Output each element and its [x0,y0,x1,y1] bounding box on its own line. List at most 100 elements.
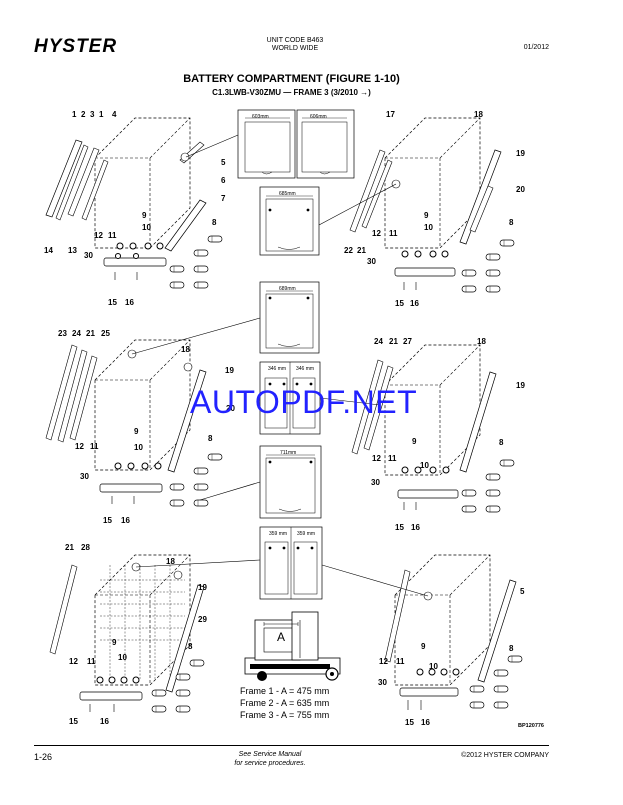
dim-346b: 346 mm [296,366,314,372]
assembly-e [49,554,205,712]
callout-b20: 20 [516,185,525,194]
callout-d18: 18 [477,337,486,346]
callout-e28: 28 [81,543,90,552]
callout-b15: 15 [395,299,404,308]
callout-a2: 2 [81,110,86,119]
truck-dimension-label: A [277,630,285,644]
callout-b17: 17 [386,110,395,119]
callout-e19: 19 [198,583,207,592]
callout-a16: 16 [125,298,134,307]
assembly-a [45,117,222,288]
callout-d19: 19 [516,381,525,390]
callout-b11: 11 [389,229,398,238]
callout-c19: 19 [225,366,234,375]
battery-box-1 [237,109,355,179]
callout-e12: 12 [69,657,78,666]
callout-f10: 10 [429,662,438,671]
dim-603: 603mm [252,114,269,120]
callout-d15: 15 [395,523,404,532]
dim-606: 606mm [310,114,327,120]
frame-3-label: Frame 3 - A = 755 mm [240,710,330,720]
page-title: BATTERY COMPARTMENT (FIGURE 1-10) [183,73,400,85]
callout-a30: 30 [84,251,93,260]
page-subtitle: C1.3LWB-V30ZMU — FRAME 3 (3/2010 →) [212,88,371,97]
callout-c21: 21 [86,329,95,338]
battery-box-5 [259,445,322,519]
callout-b30: 30 [367,257,376,266]
callout-c8: 8 [208,434,213,443]
callout-a14: 14 [44,246,53,255]
callout-c10: 10 [134,443,143,452]
callout-e29: 29 [198,615,207,624]
callout-b16: 16 [410,299,419,308]
frame-1-label: Frame 1 - A = 475 mm [240,686,330,696]
callout-b19: 19 [516,149,525,158]
assembly-d [351,344,514,512]
callout-d8: 8 [499,438,504,447]
callout-a1b: 1 [99,110,104,119]
callout-f16: 16 [421,718,430,727]
unit-code: UNIT CODE B463 [266,37,324,44]
callout-b10: 10 [424,223,433,232]
callout-d10: 10 [420,461,429,470]
callout-c16: 16 [121,516,130,525]
callout-f12: 12 [379,657,388,666]
battery-box-3 [259,281,320,354]
callout-a1: 1 [72,110,77,119]
callout-e9: 9 [112,638,117,647]
battery-box-2 [259,186,320,256]
callout-c23: 23 [58,329,67,338]
callout-a6: 6 [221,176,226,185]
callout-b18: 18 [474,110,483,119]
callout-e18: 18 [166,557,175,566]
assembly-f [384,554,522,710]
callout-c25: 25 [101,329,110,338]
callout-c24: 24 [72,329,81,338]
callout-c9: 9 [134,427,139,436]
callout-e15: 15 [69,717,78,726]
callout-a12: 12 [94,231,103,240]
region: WORLD WIDE [271,45,319,52]
leader-lines [131,134,429,597]
callout-e10: 10 [118,653,127,662]
callout-c12: 12 [75,442,84,451]
callout-a5: 5 [221,158,226,167]
callout-a11: 11 [108,231,117,240]
callout-b21: 21 [357,246,366,255]
footer-note-line-2: for service procedures. [234,760,306,767]
dim-346a: 346 mm [268,366,286,372]
page-number: 1-26 [34,752,53,762]
bp-code: BP120776 [518,723,544,729]
callout-f30: 30 [378,678,387,687]
callout-c15: 15 [103,516,112,525]
callout-e11: 11 [87,657,96,666]
callout-a8: 8 [212,218,217,227]
dim-689: 689mm [279,286,296,292]
dim-685: 685mm [279,191,296,197]
callout-b22: 22 [344,246,353,255]
battery-box-4 [259,361,321,435]
dim-359a: 359 mm [269,531,287,537]
assembly-c [45,339,222,506]
callout-d9: 9 [412,437,417,446]
truck-side-view [244,611,341,681]
callout-b9: 9 [424,211,429,220]
callout-f11: 11 [396,657,405,666]
callout-d12: 12 [372,454,381,463]
callout-a4: 4 [112,110,117,119]
dim-711: 711mm [280,450,296,456]
callout-e21: 21 [65,543,74,552]
callout-e16: 16 [100,717,109,726]
callout-f5: 5 [520,587,525,596]
callout-c30: 30 [80,472,89,481]
callout-a15: 15 [108,298,117,307]
callout-d21: 21 [389,337,398,346]
callout-f9: 9 [421,642,426,651]
frame-2-label: Frame 2 - A = 635 mm [240,698,330,708]
callout-b8: 8 [509,218,514,227]
hyster-logo: HYSTER [34,36,118,57]
callout-a9: 9 [142,211,147,220]
callout-d30: 30 [371,478,380,487]
header-date: 01/2012 [523,44,549,51]
